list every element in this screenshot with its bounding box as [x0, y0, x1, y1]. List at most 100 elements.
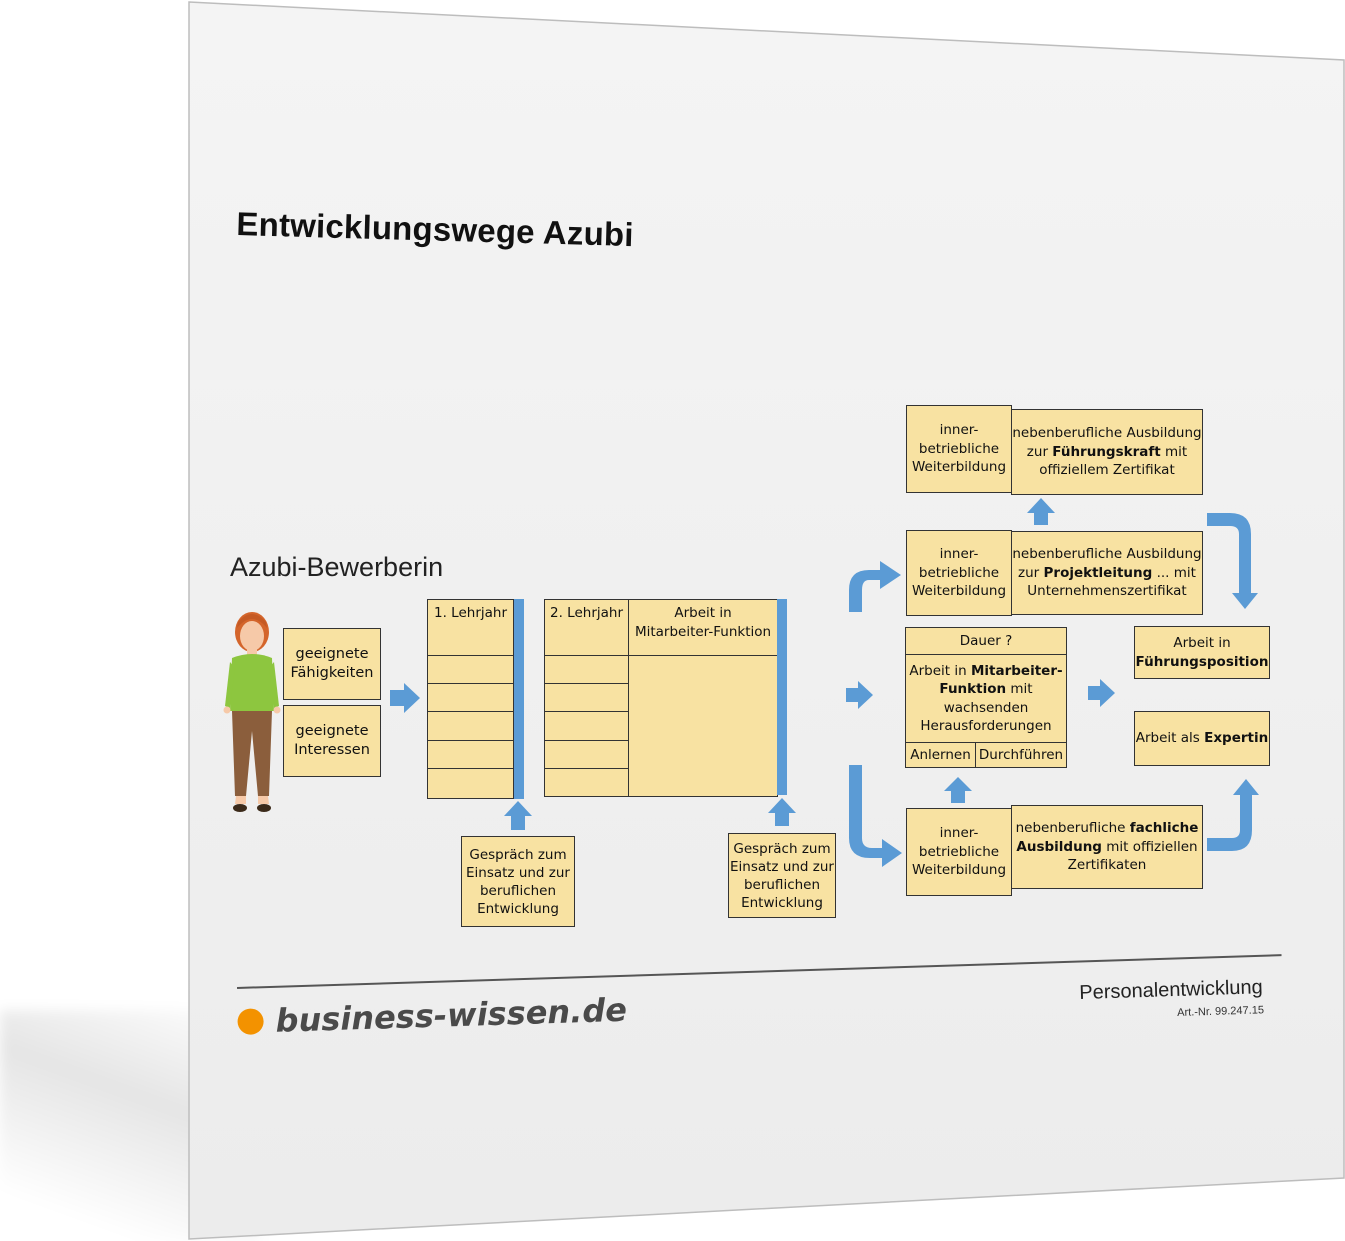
interests-box: geeignete Interessen: [283, 705, 381, 777]
pt-bold: Projektleitung: [1043, 564, 1153, 581]
year1-header: 1. Lehrjahr: [427, 599, 514, 656]
skills-line-2: Fähigkeiten: [290, 665, 374, 681]
internal-training-mid: inner- betriebliche Weiterbildung: [906, 530, 1012, 616]
center-work-post: mit: [1006, 681, 1033, 697]
arrow-right-icon: [390, 683, 420, 713]
center-work-cell: Arbeit in Mitarbeiter- Funktion mit wach…: [905, 654, 1067, 743]
year2-work-area: [628, 655, 778, 797]
internal-training-top: inner- betriebliche Weiterbildung: [906, 405, 1012, 493]
leadership-position-box: Arbeit in Führungsposition: [1134, 626, 1270, 679]
year1-progress-bar: [514, 599, 524, 799]
pt-line-2: zur Projektleitung ... mit: [1018, 564, 1196, 583]
skills-box: geeignete Fähigkeiten: [283, 628, 381, 700]
skills-line-1: geeignete: [295, 646, 369, 662]
center-work-bold2: Funktion: [939, 681, 1007, 697]
execute-cell: Durchführen: [975, 742, 1067, 768]
training-line: Weiterbildung: [911, 459, 1007, 476]
et-pre: nebenberufliche: [1015, 820, 1130, 837]
lt-line-1: nebenberufliche Ausbildung: [1012, 425, 1202, 442]
talk1-line: beruflichen: [479, 882, 557, 899]
talk1-line: Gespräch zum: [469, 846, 567, 863]
training-line: inner-: [939, 825, 979, 842]
pt-pre: zur: [1018, 564, 1044, 581]
talk2-line: Entwicklung: [741, 894, 823, 911]
learn-cell: Anlernen: [905, 742, 976, 768]
project-training-box: nebenberufliche Ausbildung zur Projektle…: [1011, 531, 1203, 615]
year1-row: [427, 768, 514, 799]
year1-row: [427, 683, 514, 712]
talk2-line: Einsatz und zur: [730, 858, 834, 875]
arrow-up-icon: [768, 798, 796, 826]
brand-dot-icon: [237, 1008, 264, 1035]
year2-work-header: Arbeit in Mitarbeiter-Funktion: [628, 599, 778, 656]
expert-position-box: Arbeit als Expertin: [1134, 711, 1270, 766]
center-work-bold: Mitarbeiter-: [970, 662, 1063, 679]
talk1-line: Entwicklung: [477, 900, 559, 917]
work-header-line-1: Arbeit in: [674, 605, 732, 621]
training-line: inner-: [939, 546, 979, 563]
training-line: betriebliche: [918, 440, 1000, 457]
expert-training-box: nebenberufliche fachliche Ausbildung mit…: [1011, 805, 1203, 889]
training-line: betriebliche: [918, 843, 1000, 860]
year2-row: [544, 768, 629, 797]
et-post: mit offiziellen: [1101, 838, 1198, 855]
et-line-2: Ausbildung mit offiziellen: [1016, 838, 1197, 857]
arrow-up-icon: [504, 801, 532, 830]
talk1-line: Einsatz und zur: [466, 864, 570, 881]
lt-line-2: zur Führungskraft mit: [1027, 443, 1187, 462]
talk2-line: beruflichen: [743, 876, 821, 893]
talk-box-1: Gespräch zum Einsatz und zur beruflichen…: [461, 836, 575, 927]
leadership-training-box: nebenberufliche Ausbildung zur Führungsk…: [1011, 409, 1203, 495]
et-line-1: nebenberufliche fachliche: [1016, 819, 1199, 838]
year2-row: [544, 683, 629, 712]
pt-line-3: Unternehmenszertifikat: [1027, 583, 1187, 600]
lp-line-2: Führungsposition: [1135, 653, 1269, 670]
year2-progress-bar: [777, 599, 787, 795]
expert-bold: Expertin: [1204, 730, 1269, 747]
et-bold2: Ausbildung: [1016, 838, 1102, 855]
training-line: inner-: [939, 422, 979, 439]
arrow-up-icon: [1027, 498, 1055, 525]
expert-line: Arbeit als Expertin: [1136, 729, 1268, 748]
year2-row: [544, 655, 629, 684]
lt-bold: Führungskraft: [1052, 443, 1161, 460]
arrow-right-icon: [1088, 679, 1115, 707]
curved-arrow-icon: [849, 561, 901, 612]
pt-post: ... mit: [1152, 564, 1196, 581]
year1-row: [427, 740, 514, 769]
center-work-line-3: wachsenden: [943, 699, 1029, 716]
pt-line-1: nebenberufliche Ausbildung: [1012, 546, 1202, 563]
internal-training-bottom: inner- betriebliche Weiterbildung: [906, 808, 1012, 896]
center-work-line-4: Herausforderungen: [920, 718, 1052, 734]
et-bold: fachliche: [1129, 820, 1199, 837]
interests-line-1: geeignete: [295, 723, 369, 739]
lt-post: mit: [1160, 443, 1188, 460]
lt-line-3: offiziellem Zertifikat: [1039, 462, 1175, 479]
year2-header: 2. Lehrjahr: [544, 599, 629, 656]
year2-row: [544, 711, 629, 741]
arrow-right-icon: [846, 681, 873, 709]
applicant-person-icon: [223, 612, 281, 812]
lt-pre: zur: [1026, 443, 1053, 460]
curved-arrow-icon: [849, 765, 902, 867]
curved-arrow-icon: [1207, 513, 1258, 609]
et-line-3: Zertifikaten: [1067, 857, 1147, 874]
work-header-line-2: Mitarbeiter-Funktion: [634, 623, 772, 640]
interests-line-2: Interessen: [294, 742, 370, 758]
expert-pre: Arbeit als: [1135, 730, 1205, 747]
applicant-label: Azubi-Bewerberin: [230, 552, 444, 582]
lp-line-1: Arbeit in: [1173, 635, 1231, 651]
training-line: betriebliche: [918, 564, 1000, 581]
center-work-line-1: Arbeit in Mitarbeiter-: [909, 662, 1062, 681]
center-work-pre: Arbeit in: [909, 662, 971, 679]
year1-row: [427, 655, 514, 684]
talk-box-2: Gespräch zum Einsatz und zur beruflichen…: [728, 833, 836, 918]
curved-arrow-icon: [1207, 779, 1259, 851]
training-line: Weiterbildung: [911, 862, 1007, 879]
talk2-line: Gespräch zum: [733, 840, 831, 857]
center-work-line-2: Funktion mit: [939, 680, 1032, 699]
arrow-up-icon: [944, 777, 972, 803]
training-line: Weiterbildung: [911, 583, 1007, 600]
